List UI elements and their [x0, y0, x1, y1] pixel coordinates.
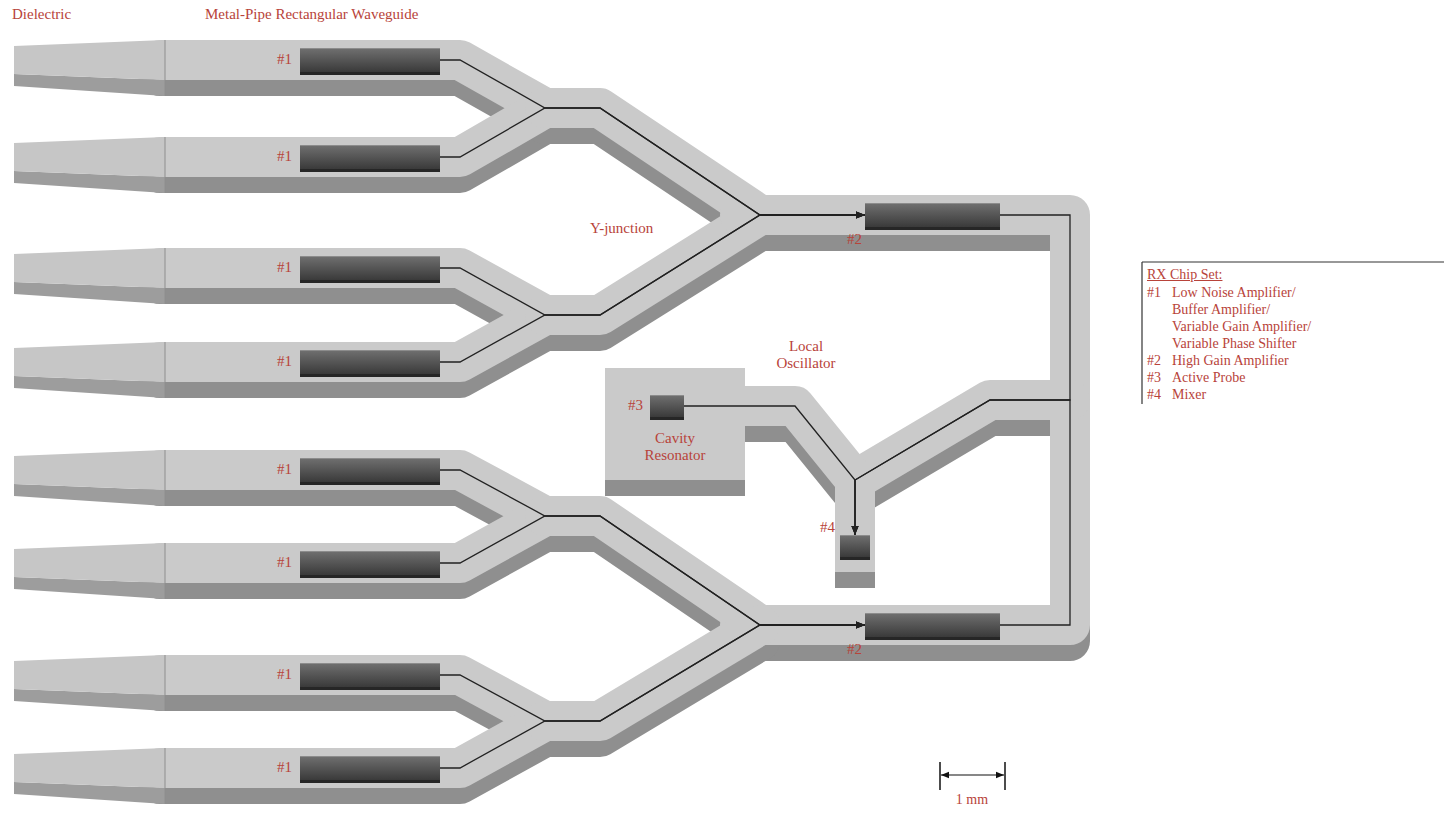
- signal-connector: [684, 406, 855, 535]
- signal-connector: [440, 470, 865, 625]
- signal-connector: [855, 215, 1070, 535]
- callout-number: #1: [277, 51, 292, 68]
- legend-border: [1141, 262, 1142, 404]
- callout-number: #1: [277, 554, 292, 571]
- signal-connector: [440, 625, 865, 721]
- legend-item: Active Probe: [1172, 369, 1245, 386]
- legend-number: #3: [1147, 369, 1161, 386]
- amplifier-chip: #1: [300, 145, 440, 169]
- waveguide-top: [160, 60, 1070, 768]
- callout-number: #1: [277, 259, 292, 276]
- callout-number: #1: [277, 666, 292, 683]
- amplifier-chip: #2: [865, 613, 1000, 637]
- amplifier-chip: #1: [300, 350, 440, 374]
- signal-connector: [855, 400, 1070, 625]
- callout-number: #2: [847, 231, 862, 248]
- callout-number: #2: [847, 641, 862, 658]
- legend-item: High Gain Amplifier: [1172, 352, 1289, 369]
- amplifier-chip: #1: [300, 663, 440, 687]
- legend-title: RX Chip Set:: [1147, 266, 1222, 283]
- amplifier-chip: #1: [300, 458, 440, 482]
- legend-border: [1142, 261, 1444, 262]
- legend-number: #4: [1147, 386, 1161, 403]
- component-label: Cavity Resonator: [630, 430, 720, 464]
- part-label: Y-junction: [590, 220, 653, 237]
- legend-item: Low Noise Amplifier/ Buffer Amplifier/ V…: [1172, 284, 1318, 352]
- probe-chip: #3: [650, 395, 684, 417]
- signal-connector: [440, 108, 865, 215]
- cavity-face: [605, 368, 745, 480]
- callout-number: #1: [277, 461, 292, 478]
- dielectric-taper: [14, 450, 165, 506]
- mixer-chip: #4: [840, 535, 870, 557]
- callout-number: #1: [277, 353, 292, 370]
- scale-tick: [1004, 762, 1006, 790]
- dielectric-taper: [14, 543, 165, 599]
- scale-tick: [939, 762, 941, 790]
- cavity-side: [605, 480, 745, 496]
- dielectric-taper: [14, 655, 165, 711]
- legend-number: #1: [1147, 284, 1161, 301]
- signal-connector: [440, 516, 865, 625]
- legend-item: Mixer: [1172, 386, 1206, 403]
- signal-connector: [440, 625, 865, 768]
- legend-number: #2: [1147, 352, 1161, 369]
- signal-connector: [440, 215, 865, 315]
- callout-number: #1: [277, 759, 292, 776]
- dielectric-taper: [14, 342, 165, 398]
- dielectric-taper: [14, 137, 165, 193]
- dielectric-taper: [14, 748, 165, 804]
- region-label: Dielectric: [12, 6, 71, 23]
- dielectric-taper: [14, 40, 165, 96]
- callout-number: #1: [277, 148, 292, 165]
- region-label: Metal-Pipe Rectangular Waveguide: [205, 6, 418, 23]
- amplifier-chip: #2: [865, 203, 1000, 227]
- cavity-resonator: Cavity Resonator #3: [605, 368, 745, 480]
- amplifier-chip: #1: [300, 551, 440, 575]
- amplifier-chip: #1: [300, 756, 440, 780]
- signal-connector: [440, 60, 865, 215]
- dielectric-taper: [14, 248, 165, 304]
- scale-bar: [941, 774, 1004, 775]
- scale-label: 1 mm: [942, 791, 1002, 808]
- amplifier-chip: #1: [300, 256, 440, 280]
- callout-number: #3: [628, 397, 643, 414]
- amplifier-chip: #1: [300, 48, 440, 72]
- part-label: Local Oscillator: [770, 338, 842, 372]
- callout-number: #4: [820, 519, 835, 536]
